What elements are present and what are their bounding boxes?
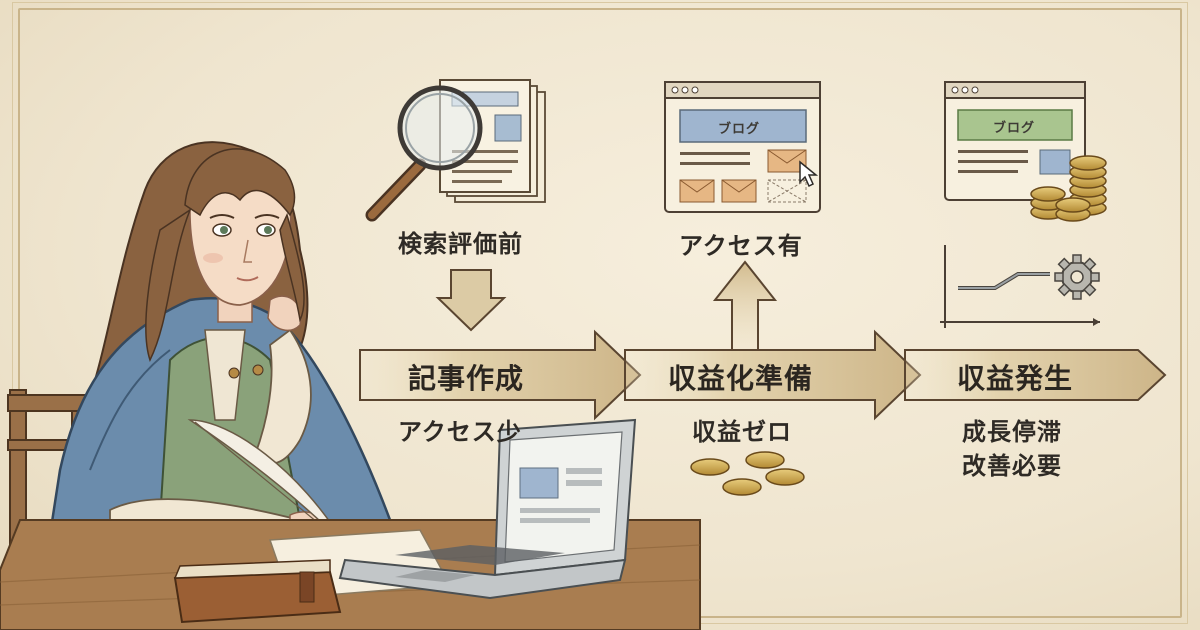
blog-label-step3: ブログ <box>993 121 1036 136</box>
step-title-write-articles: 記事作成 <box>408 362 525 395</box>
label-access-low: アクセス少 <box>398 418 522 446</box>
label-revenue-zero: 収益ゼロ <box>692 418 792 446</box>
magnifier-icon <box>365 85 483 222</box>
up-arrow <box>712 260 778 351</box>
down-arrow <box>435 269 507 332</box>
coins-icon <box>690 451 805 496</box>
label-before-search: 検索評価前 <box>398 230 523 258</box>
browser-window-icon <box>664 81 821 213</box>
cursor-icon <box>799 160 819 188</box>
process-arrow-1 <box>359 329 642 421</box>
blog-label-step2: ブログ <box>718 122 761 137</box>
laptop-icon <box>338 418 637 600</box>
label-needs-improvement: 改善必要 <box>962 452 1062 480</box>
gear-icon <box>1054 254 1100 300</box>
line-chart-icon <box>940 245 1100 328</box>
browser-window-revenue-icon <box>944 81 1086 201</box>
coin-stack-icon <box>1030 155 1107 222</box>
step-title-monetize-prep: 収益化準備 <box>668 362 814 395</box>
step-title-revenue-generated: 収益発生 <box>957 362 1074 395</box>
process-arrow-3 <box>904 349 1167 401</box>
notebook-icon <box>173 559 342 624</box>
process-arrow-2 <box>624 329 922 421</box>
label-growth-stalled: 成長停滞 <box>962 418 1062 446</box>
label-access-yes: アクセス有 <box>679 232 803 260</box>
